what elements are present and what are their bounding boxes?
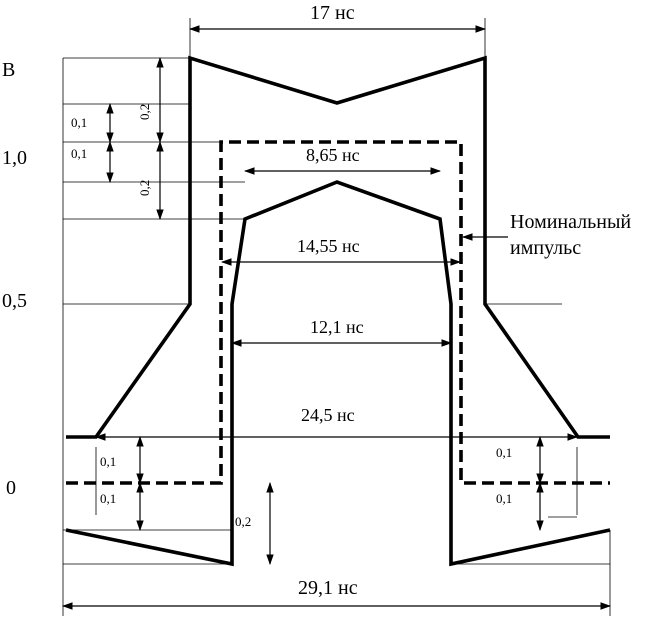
tick-label-0: 0 (6, 477, 16, 499)
tol-label-upper-0-1-a: 0,1 (71, 115, 87, 130)
tol-label-lower-left-0-1-a: 0,1 (100, 454, 116, 469)
tol-label-upper-0-1-b: 0,1 (71, 146, 87, 161)
nominal-legend-line2: импульс (510, 237, 581, 259)
tick-label-0-5: 0,5 (2, 290, 27, 312)
tol-label-upper-0-2-b: 0,2 (137, 180, 152, 196)
width-label-top: 17 нс (310, 2, 355, 24)
nominal-legend-line1: Номинальный (510, 211, 631, 233)
tol-label-lower-0-2: 0,2 (235, 514, 251, 529)
width-label-upper-plateau: 8,65 нс (306, 145, 360, 165)
lower-envelope (65, 180, 611, 567)
tol-label-lower-right-0-1-b: 0,1 (496, 491, 512, 506)
width-label-outer-level: 24,5 нс (301, 405, 355, 425)
nominal-pulse (66, 140, 610, 485)
tol-label-lower-left-0-1-b: 0,1 (100, 491, 116, 506)
width-label-nominal-mid: 14,55 нс (297, 236, 360, 256)
voltage-unit-label: В (2, 59, 15, 81)
dimension-lines (61, 25, 612, 610)
width-label-bottom: 29,1 нс (298, 577, 358, 599)
upper-envelope (66, 55, 610, 439)
tol-label-lower-right-0-1-a: 0,1 (496, 445, 512, 460)
tick-label-1-0: 1,0 (2, 147, 27, 169)
reference-lines (62, 18, 611, 616)
tol-label-upper-0-2-a: 0,2 (137, 104, 152, 120)
width-label-inner-half: 12,1 нс (310, 317, 364, 337)
